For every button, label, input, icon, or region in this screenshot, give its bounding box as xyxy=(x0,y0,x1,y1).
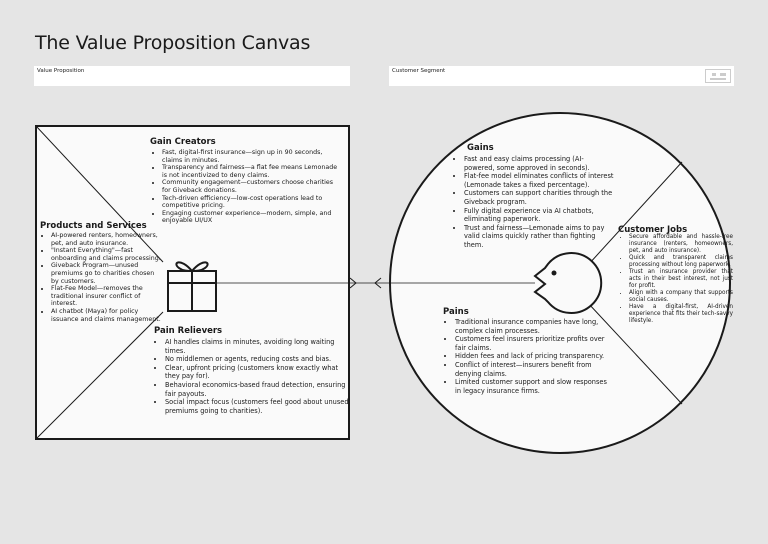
list-item: Fast, digital-first insurance—sign up in… xyxy=(162,149,342,164)
list-item: Fast and easy claims processing (AI-powe… xyxy=(464,155,614,172)
customer-jobs-heading: Customer Jobs xyxy=(618,225,688,235)
list-item: Flat-fee model eliminates conflicts of i… xyxy=(464,172,614,189)
list-item: AI-powered renters, homeowners, pet, and… xyxy=(51,232,161,247)
list-item: Trust and fairness—Lemonade aims to pay … xyxy=(464,224,614,250)
pains-heading: Pains xyxy=(443,307,469,317)
gain-creators-list: Fast, digital-first insurance—sign up in… xyxy=(151,149,342,225)
list-item: Transparency and fairness—a flat fee mea… xyxy=(162,164,342,179)
list-item: Traditional insurance companies have lon… xyxy=(455,318,611,335)
face-icon xyxy=(533,252,603,314)
arrow-right-icon xyxy=(349,277,357,289)
page-title: The Value Proposition Canvas xyxy=(35,32,311,54)
circle-divider-bottom xyxy=(587,302,683,405)
list-item: Fully digital experience via AI chatbots… xyxy=(464,207,614,224)
products-services-heading: Products and Services xyxy=(40,221,147,231)
list-item: Clear, upfront pricing (customers know e… xyxy=(165,364,353,381)
list-item: Community engagement—customers choose ch… xyxy=(162,179,342,194)
value-proposition-label: Value Proposition xyxy=(37,68,85,74)
pain-relievers-list: AI handles claims in minutes, avoiding l… xyxy=(154,338,353,415)
list-item: Conflict of interest—insurers benefit fr… xyxy=(455,361,611,378)
value-proposition-label-box[interactable]: Value Proposition xyxy=(34,66,350,86)
square-diagonal-top xyxy=(35,125,164,263)
list-item: AI chatbot (Maya) for policy issuance an… xyxy=(51,308,161,323)
arrow-left-icon xyxy=(374,277,382,289)
pains-list: Traditional insurance companies have lon… xyxy=(444,318,611,395)
customer-jobs-list: Secure affordable and hassle-free insura… xyxy=(618,234,733,325)
gains-heading: Gains xyxy=(467,143,494,153)
list-item: Giveback Program—unused premiums go to c… xyxy=(51,262,161,285)
customer-segment-label-box[interactable]: Customer Segment xyxy=(389,66,734,86)
list-item: Hidden fees and lack of pricing transpar… xyxy=(455,352,611,361)
list-item: No middlemen or agents, reducing costs a… xyxy=(165,355,353,364)
list-item: Align with a company that supports socia… xyxy=(629,290,733,304)
list-item: Limited customer support and slow respon… xyxy=(455,378,611,395)
list-item: Tech-driven efficiency—low-cost operatio… xyxy=(162,195,342,210)
list-item: Secure affordable and hassle-free insura… xyxy=(629,234,733,255)
list-item: Have a digital-first, AI-driven experien… xyxy=(629,304,733,325)
list-item: Quick and transparent claims processing … xyxy=(629,255,733,269)
pain-relievers-heading: Pain Relievers xyxy=(154,326,223,336)
list-item: Flat-Fee Model—removes the traditional i… xyxy=(51,285,161,308)
list-item: Customers can support charities through … xyxy=(464,189,614,206)
square-diagonal-bottom xyxy=(35,311,164,440)
logo-icon xyxy=(705,69,731,83)
circle-divider-top xyxy=(587,161,683,266)
customer-segment-label: Customer Segment xyxy=(392,68,446,74)
gift-icon xyxy=(167,261,217,312)
list-item: Engaging customer experience—modern, sim… xyxy=(162,210,342,225)
list-item: Customers feel insurers prioritize profi… xyxy=(455,335,611,352)
list-item: AI handles claims in minutes, avoiding l… xyxy=(165,338,353,355)
list-item: Trust an insurance provider that acts in… xyxy=(629,269,733,290)
products-services-list: AI-powered renters, homeowners, pet, and… xyxy=(40,232,161,323)
gain-creators-heading: Gain Creators xyxy=(150,137,216,147)
list-item: "Instant Everything"—fast onboarding and… xyxy=(51,247,161,262)
gains-list: Fast and easy claims processing (AI-powe… xyxy=(453,155,614,250)
list-item: Behavioral economics-based fraud detecti… xyxy=(165,381,353,398)
list-item: Social impact focus (customers feel good… xyxy=(165,398,353,415)
